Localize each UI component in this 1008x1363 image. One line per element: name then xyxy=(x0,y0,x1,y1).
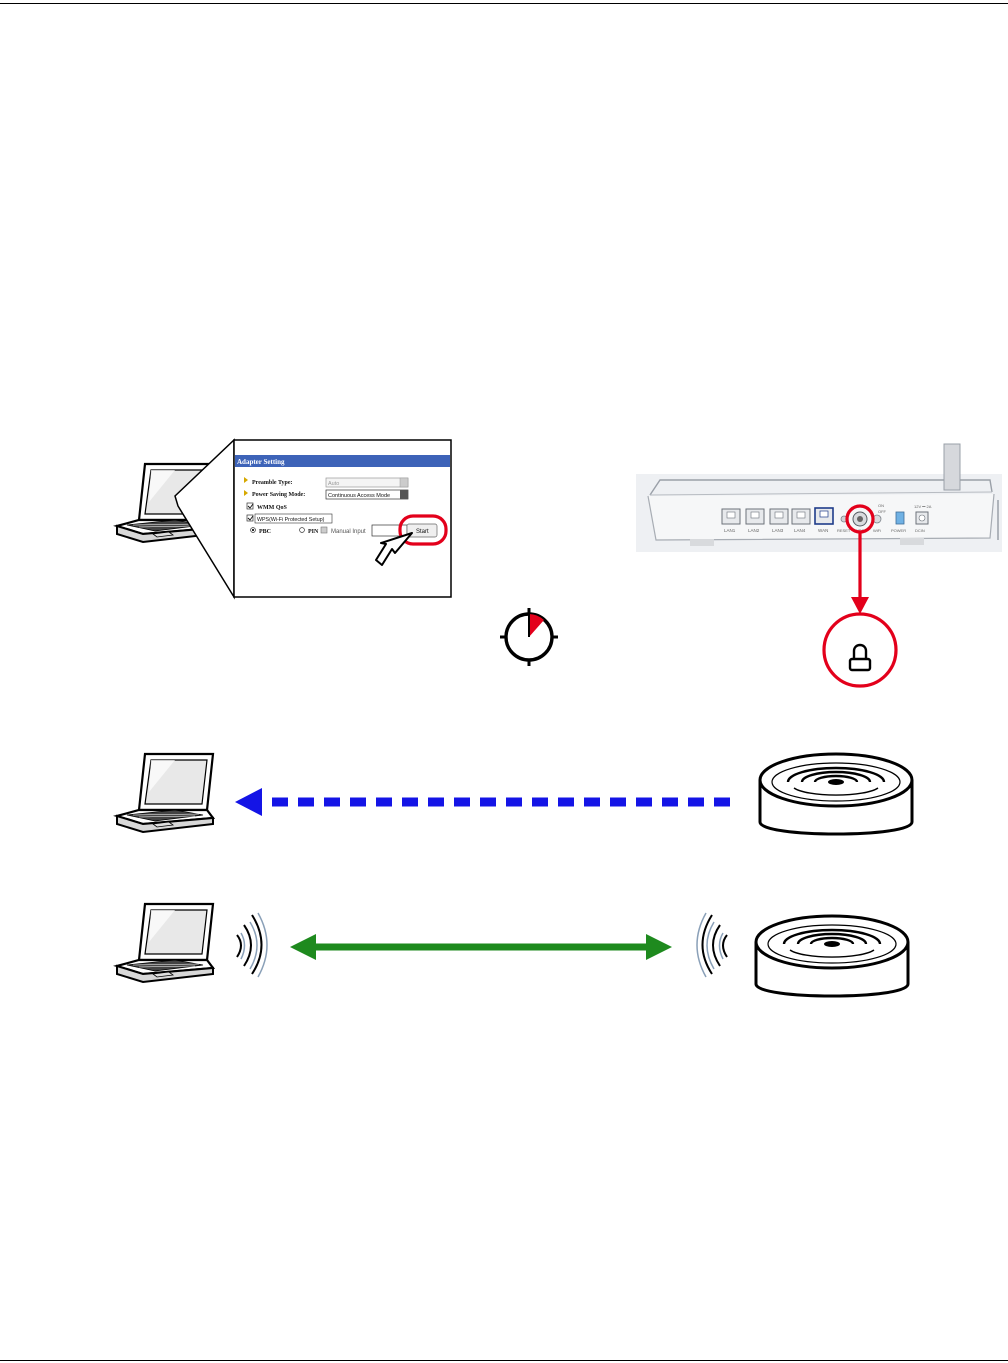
wireless-waves-icon xyxy=(237,913,267,977)
wmm-label: WMM QoS xyxy=(257,505,287,511)
manual-input-label: Manual Input xyxy=(331,529,366,535)
pbc-label: PBC xyxy=(259,529,271,535)
power-button xyxy=(896,512,904,524)
preamble-value: Auto xyxy=(328,481,339,487)
wifi-label: WiFi xyxy=(873,528,881,533)
port-label: LAN2 xyxy=(748,528,760,533)
green-arrowhead-left xyxy=(290,934,316,960)
chevron-down-icon xyxy=(400,490,408,499)
port-label: LAN3 xyxy=(772,528,784,533)
laptop-icon xyxy=(117,754,213,832)
adapter-setting-panel: Adapter Setting Preamble Type: Auto Powe… xyxy=(234,440,451,597)
lock-icon xyxy=(824,614,896,686)
start-button-label: Start xyxy=(416,529,429,535)
preamble-label: Preamble Type: xyxy=(252,480,293,486)
power-label: POWER xyxy=(891,528,906,533)
port-label: LAN4 xyxy=(794,528,806,533)
router-icon xyxy=(756,916,908,996)
pin-radio[interactable] xyxy=(300,528,305,533)
switch-off-label: OFF xyxy=(878,509,887,514)
dialog-title: Adapter Setting xyxy=(237,458,285,466)
chevron-down-icon xyxy=(400,478,408,487)
laptop-icon xyxy=(117,904,213,982)
port-label: LAN1 xyxy=(724,528,736,533)
blue-arrowhead xyxy=(235,788,262,816)
red-arrowhead xyxy=(851,597,869,614)
wps-label: WPS(Wi-Fi Protected Setup) xyxy=(257,517,325,523)
reset-label: RESET xyxy=(837,528,851,533)
wireless-waves-icon xyxy=(697,913,727,977)
router-icon xyxy=(760,754,912,834)
router-back-panel: LAN1 LAN2 LAN3 LAN4 WAN RESET WPS ON OFF xyxy=(636,444,1002,552)
switch-on-label: ON xyxy=(878,503,884,508)
timer-icon xyxy=(500,608,558,666)
power-saving-value: Continuous Access Mode xyxy=(328,493,390,499)
dc-label: DCIN xyxy=(915,528,925,533)
voltage-label: 12V ⎓ 2A xyxy=(914,504,932,509)
port-label: WAN xyxy=(818,528,828,533)
green-arrowhead-right xyxy=(646,934,672,960)
pin-label: PIN xyxy=(308,529,319,535)
power-saving-label: Power Saving Mode: xyxy=(252,492,305,498)
manual-input-checkbox[interactable] xyxy=(321,527,327,533)
